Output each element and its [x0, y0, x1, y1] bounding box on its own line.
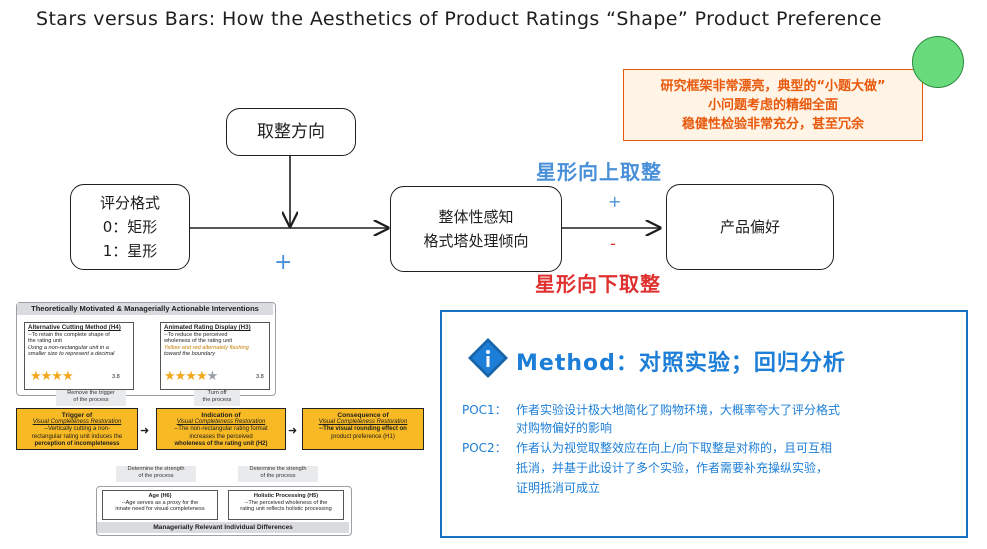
determine-line: of the process: [260, 472, 296, 479]
alt-method-title: Alternative Cutting Method (H4): [28, 324, 121, 331]
consequence-line: product preference (H1): [331, 433, 395, 440]
remove-trigger-line: Remove the trigger: [67, 390, 115, 396]
animated-rating: 3.8: [256, 374, 264, 380]
rating-format-line: 0：矩形: [102, 218, 158, 236]
round-up-label: 星形向上取整: [536, 160, 662, 184]
poc1-line: 对购物偏好的影响: [516, 421, 613, 435]
indication-box: Indication of Visual Completeness Restor…: [156, 408, 286, 450]
poc2-line: 证明抵消可成立: [516, 481, 601, 495]
age-title: Age (H6): [148, 493, 172, 499]
holistic-card: Holistic Processing (H5) --The perceived…: [228, 490, 344, 520]
rating-format-line: 1：星形: [102, 242, 158, 260]
trigger-sub: Visual Completeness Restoration: [32, 419, 122, 426]
trigger-box: Trigger of Visual Completeness Restorati…: [16, 408, 138, 450]
indication-line: --The non-rectangular rating format: [174, 426, 268, 433]
turn-off-line: Turn off: [207, 390, 227, 396]
age-line: innate need for visual completeness: [115, 506, 205, 513]
animated-title: Animated Rating Display (H3): [164, 324, 251, 331]
page-title: Stars versus Bars: How the Aesthetics of…: [36, 8, 882, 30]
poc2-label: POC2：: [462, 441, 507, 455]
remove-trigger-line: of the process: [73, 396, 109, 403]
right-arrow-icon: ➜: [140, 425, 150, 437]
alt-method-line: the rating unit: [28, 338, 62, 345]
turn-off-line: the process: [202, 396, 232, 403]
alt-method-line: Using a non-rectangular unit in a: [28, 344, 109, 351]
preference-label: 产品偏好: [719, 218, 780, 236]
processing-node: 整体性感知 格式塔处理倾向: [390, 186, 562, 272]
plus-sign-upper: +: [608, 192, 622, 211]
poc1-label: POC1：: [462, 403, 507, 417]
holistic-title: Holistic Processing (H5): [253, 493, 319, 499]
rounding-direction-label: 取整方向: [257, 122, 325, 142]
remove-trigger-label: Remove the trigger of the process: [56, 390, 126, 406]
animated-line: Yellow and red alternately flashing: [164, 344, 249, 351]
interventions-header: Theoretically Motivated & Managerially A…: [17, 303, 273, 315]
determine-line: Determine the strength: [127, 466, 185, 472]
info-diamond-icon: [468, 338, 508, 378]
holistic-line: --The perceived wholeness of the: [244, 499, 328, 506]
individual-differences-footer: Managerially Relevant Individual Differe…: [97, 522, 349, 533]
determine-line: of the process: [138, 472, 174, 479]
alt-method-rating: 3.8: [112, 374, 120, 380]
trigger-line: --Vertically cutting a non-: [43, 426, 111, 433]
indication-line: increases the perceived: [189, 433, 253, 440]
method-panel: Method：对照实验；回归分析 POC1： 作者实验设计极大地简化了购物环境，…: [440, 310, 968, 538]
rounding-direction-node: 取整方向: [226, 108, 356, 156]
round-down-label: 星形向下取整: [535, 272, 661, 296]
minus-sign-lower: -: [610, 234, 616, 253]
trigger-line: perception of incompleteness: [34, 440, 120, 447]
rating-format-node: 评分格式 0：矩形 1：星形: [70, 184, 190, 270]
note-line: 稳健性检验非常充分，甚至冗余: [681, 116, 864, 132]
trigger-line: rectangular rating unit induces the: [31, 433, 123, 440]
star-rating-icon: ★★★★★: [164, 368, 218, 383]
star-rating-icon: ★★★★: [30, 368, 74, 383]
method-title: Method：对照实验；回归分析: [516, 351, 846, 376]
trigger-title: Trigger of: [61, 412, 93, 419]
turn-off-label: Turn off the process: [194, 390, 240, 406]
alt-method-line: smaller size to represent a decimal: [28, 351, 115, 358]
consequence-sub: Visual Completeness Restoration: [318, 419, 408, 426]
poc1-line: 作者实验设计极大地简化了购物环境，大概率夸大了评分格式: [516, 403, 841, 417]
animated-line: wholeness of the rating unit: [164, 338, 233, 345]
indication-title: Indication of: [201, 412, 241, 419]
determine-label: Determine the strength of the process: [116, 466, 196, 482]
note-line: 小问题考虑的精细全面: [707, 97, 838, 113]
poc2-line: 作者认为视觉取整效应在向上/向下取整是对称的，且可互相: [516, 441, 833, 455]
preference-node: 产品偏好: [666, 184, 834, 270]
consequence-line: --The visual rounding effect on: [319, 426, 407, 433]
indication-line: wholeness of the rating unit (H2): [174, 440, 268, 447]
alt-method-line: --To retain the complete shape of: [28, 331, 110, 338]
green-circle-badge: [912, 36, 964, 88]
rating-format-line: 评分格式: [99, 194, 160, 212]
indication-sub: Visual Completeness Restoration: [176, 419, 266, 426]
animated-line: --To reduce the perceived: [164, 331, 228, 338]
consequence-box: Consequence of Visual Completeness Resto…: [302, 408, 424, 450]
framework-figure: Theoretically Motivated & Managerially A…: [16, 302, 434, 536]
determine-label: Determine the strength of the process: [238, 466, 318, 482]
plus-sign-main: +: [274, 250, 293, 275]
holistic-line: rating unit reflects holistic processing: [240, 506, 332, 513]
consequence-title: Consequence of: [337, 412, 389, 419]
poc2-line: 抵消，并基于此设计了多个实验，作者需要补充操纵实验，: [516, 461, 829, 475]
animated-card: Animated Rating Display (H3) --To reduce…: [160, 322, 270, 390]
processing-line: 整体性感知: [438, 208, 514, 226]
processing-line: 格式塔处理倾向: [423, 232, 529, 250]
right-arrow-icon: ➜: [288, 425, 298, 437]
determine-line: Determine the strength: [249, 466, 307, 472]
age-line: --Age serves as a proxy for the: [121, 499, 199, 506]
animated-line: toward the boundary: [164, 351, 215, 358]
review-note: 研究框架非常漂亮，典型的“小题大做” 小问题考虑的精细全面 稳健性检验非常充分，…: [623, 69, 923, 141]
age-card: Age (H6) --Age serves as a proxy for the…: [102, 490, 218, 520]
alt-method-card: Alternative Cutting Method (H4) --To ret…: [24, 322, 134, 390]
note-line: 研究框架非常漂亮，典型的“小题大做”: [660, 78, 886, 94]
